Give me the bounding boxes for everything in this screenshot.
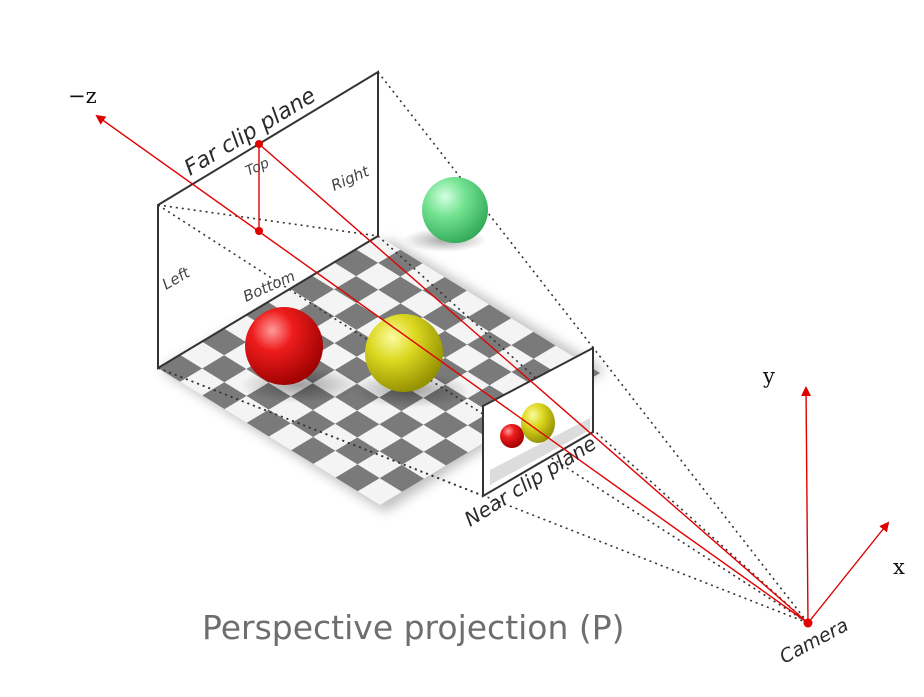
checker-tile bbox=[334, 303, 379, 330]
axis-y-label: y bbox=[762, 364, 775, 388]
checker-tile bbox=[357, 478, 402, 505]
near-plane-floor bbox=[490, 418, 590, 485]
checker-tile bbox=[357, 424, 402, 452]
near-sphere-yellow bbox=[521, 403, 555, 443]
right-label: Right bbox=[328, 162, 372, 195]
checker-tile bbox=[467, 358, 512, 386]
axis-neg-z-label: −z bbox=[68, 84, 97, 108]
axis-x-label: x bbox=[893, 555, 905, 579]
checker-tile bbox=[335, 410, 380, 438]
checker-tile bbox=[378, 249, 423, 277]
red-rays bbox=[95, 114, 890, 624]
checker-tile bbox=[246, 409, 291, 437]
checker-tile bbox=[334, 276, 379, 303]
checker-tile bbox=[357, 397, 402, 425]
checker-tile bbox=[422, 304, 467, 331]
far-top-point bbox=[255, 140, 263, 148]
checker-tile bbox=[423, 411, 468, 439]
checker-tile bbox=[401, 451, 446, 479]
checker-tile bbox=[180, 368, 225, 396]
checker-tile bbox=[400, 290, 445, 318]
checker-tile bbox=[312, 289, 357, 317]
top-label: Top bbox=[243, 155, 272, 180]
checker-tile bbox=[357, 451, 402, 479]
checker-tile bbox=[356, 289, 401, 317]
checker-tile bbox=[334, 356, 379, 384]
checker-tile bbox=[445, 398, 490, 426]
checker-tile bbox=[445, 317, 490, 345]
checker-tile bbox=[312, 316, 357, 344]
checker-tile bbox=[313, 396, 358, 424]
checker-tile bbox=[445, 344, 490, 372]
camera-point bbox=[803, 618, 813, 628]
checker-tile bbox=[356, 262, 401, 290]
checker-tile bbox=[268, 396, 313, 424]
checker-tile bbox=[379, 411, 424, 438]
checker-tile bbox=[291, 437, 336, 464]
near-sphere-red bbox=[500, 424, 524, 448]
checker-tile bbox=[423, 438, 468, 466]
caption: Perspective projection (P) bbox=[202, 608, 625, 647]
checker-tile bbox=[511, 331, 556, 359]
checker-tile bbox=[379, 438, 424, 465]
far-clip-plane bbox=[157, 70, 379, 370]
checker-tile bbox=[489, 318, 534, 346]
far-center-point bbox=[255, 227, 263, 235]
camera-label: Camera bbox=[776, 614, 852, 668]
checker-tile bbox=[269, 423, 314, 451]
checker-tile bbox=[444, 290, 489, 318]
checker-tile bbox=[202, 382, 247, 410]
checker-tile bbox=[467, 304, 512, 332]
sphere-green bbox=[422, 177, 488, 243]
checker-tile bbox=[290, 302, 335, 330]
checker-tile bbox=[378, 276, 423, 304]
checker-tile bbox=[224, 395, 269, 423]
left-label: Left bbox=[159, 263, 194, 294]
checker-tile bbox=[202, 355, 247, 383]
sphere-red bbox=[245, 307, 323, 385]
sphere-yellow bbox=[365, 314, 443, 392]
checker-tile bbox=[312, 343, 357, 370]
checker-tile bbox=[313, 423, 358, 451]
checker-tile bbox=[335, 464, 380, 492]
checker-tile bbox=[335, 437, 380, 465]
checker-tile bbox=[422, 277, 467, 304]
checker-tile bbox=[313, 450, 358, 478]
checker-tile bbox=[291, 410, 336, 437]
checker-tile bbox=[401, 424, 446, 452]
checker-tile bbox=[445, 425, 490, 453]
checker-tile bbox=[379, 464, 424, 492]
